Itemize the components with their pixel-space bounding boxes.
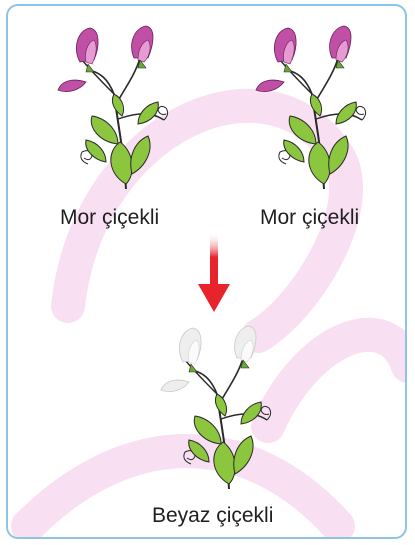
plant-illustration bbox=[58, 26, 168, 189]
panel-label-right: Mor çiçekli bbox=[260, 206, 359, 230]
figure-frame: Mor çiçekli Mor çiçekli bbox=[6, 4, 407, 539]
plant-illustration bbox=[161, 326, 271, 489]
panel-label-bottom: Beyaz çiçekli bbox=[152, 504, 273, 528]
plant-illustration bbox=[256, 26, 366, 189]
purple-flower-plant-left bbox=[48, 24, 208, 194]
arrow-down-icon bbox=[196, 232, 232, 316]
white-flower-plant bbox=[146, 324, 316, 494]
purple-flower-plant-right bbox=[246, 24, 406, 194]
panel-label-left: Mor çiçekli bbox=[60, 206, 159, 230]
